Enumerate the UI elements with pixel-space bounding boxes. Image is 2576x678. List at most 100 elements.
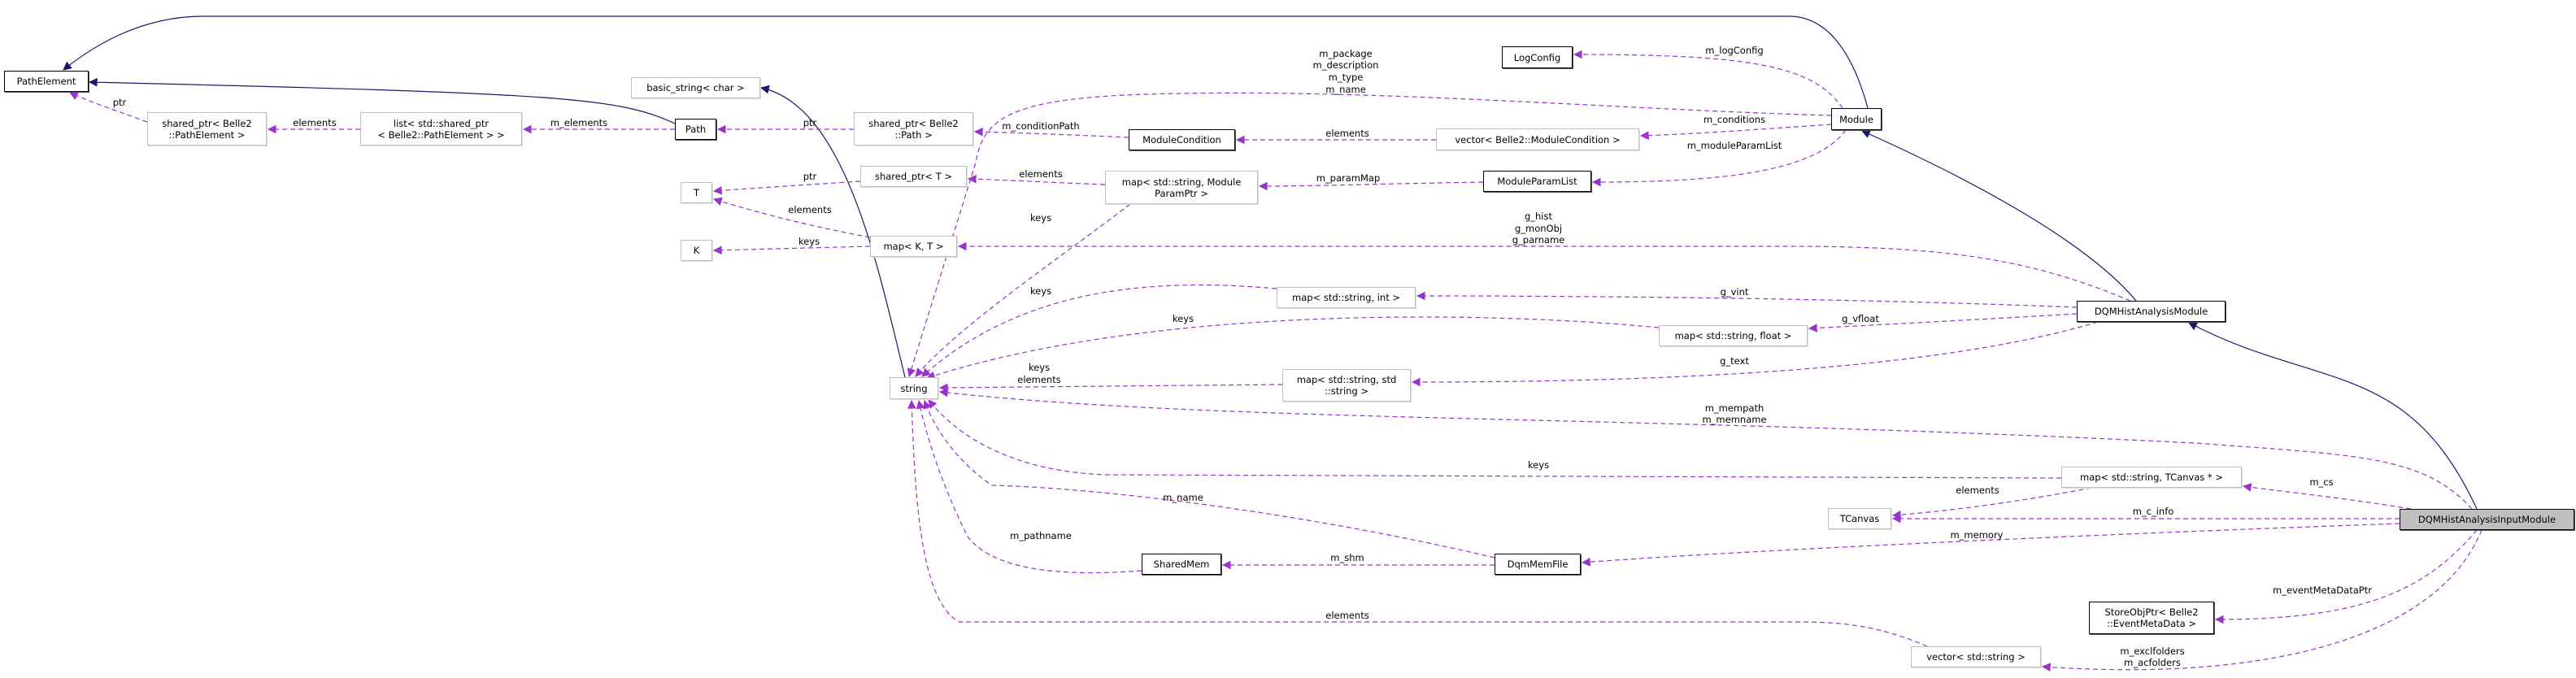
node-vector-modulecondition[interactable]: vector< Belle2::ModuleCondition > [1436, 128, 1639, 150]
edge-dqmmodule-inherits-module [1861, 130, 2137, 302]
label-elements: elements [1325, 610, 1368, 621]
node-k[interactable]: K [681, 240, 712, 261]
node-label: Module [1839, 113, 1873, 125]
label-keys: keys [798, 236, 820, 247]
node-label: PathElement [16, 76, 76, 87]
label-g-text: g_text [1720, 355, 1749, 367]
node-sharedmem[interactable]: SharedMem [1142, 554, 1221, 575]
edge-inputmodule-storeobjptr [2214, 529, 2478, 624]
node-map-string-int[interactable]: map< std::string, int > [1277, 287, 1416, 308]
edge-mapmpp-string [915, 203, 1131, 377]
label-m-shm: m_shm [1330, 552, 1364, 563]
node-pathelement[interactable]: PathElement [4, 71, 89, 92]
edge-module-inherits-pathelement [63, 15, 1869, 109]
node-label: list< std::shared_ptr [393, 117, 490, 129]
label-m-memname: m_memname [1702, 414, 1766, 425]
node-label: shared_ptr< Belle2 [868, 117, 959, 129]
node-shared-ptr-path[interactable]: shared_ptr< Belle2::Path > [854, 112, 973, 146]
node-moduleparamlist[interactable]: ModuleParamList [1483, 171, 1591, 192]
label-m-description: m_description [1313, 59, 1379, 71]
label-elements: elements [1019, 168, 1062, 180]
node-basic-string[interactable]: basic_string< char > [631, 77, 760, 98]
label-g-hist: g_hist [1525, 211, 1553, 222]
node-modulecondition[interactable]: ModuleCondition [1129, 129, 1235, 150]
node-shared-ptr-t[interactable]: shared_ptr< T > [860, 166, 967, 187]
node-label: string [900, 382, 928, 394]
node-map-string-tcanvas[interactable]: map< std::string, TCanvas * > [2061, 467, 2242, 488]
node-label: shared_ptr< T > [874, 171, 953, 182]
edge-dqmmodule-mapfloat [1808, 313, 2078, 332]
node-module[interactable]: Module [1831, 108, 1882, 130]
node-label: DQMHistAnalysisModule [2094, 306, 2208, 317]
label-m-name: m_name [1163, 492, 1203, 503]
node-label: ParamPtr > [1155, 187, 1208, 199]
node-tcanvas[interactable]: TCanvas [1828, 508, 1891, 529]
edge-inputmodule-inherits-dqmmodule [2188, 322, 2478, 510]
node-dqmhistanalysisinputmodule[interactable]: DQMHistAnalysisInputModule [2400, 509, 2574, 530]
node-label: TCanvas [1839, 513, 1880, 524]
node-label: vector< Belle2::ModuleCondition > [1455, 133, 1621, 146]
node-label: LogConfig [1513, 51, 1561, 63]
label-ptr: ptr [803, 117, 817, 128]
edge-module-vectormc [1639, 124, 1832, 141]
node-label: ModuleParamList [1497, 176, 1577, 187]
edge-vectorstring-string [907, 399, 1928, 647]
node-dqmhistanalysismodule[interactable]: DQMHistAnalysisModule [2077, 301, 2226, 322]
node-path[interactable]: Path [675, 119, 716, 140]
label-m-cs: m_cs [2309, 476, 2333, 488]
node-map-k-t[interactable]: map< K, T > [870, 236, 957, 257]
label-elements: elements [1325, 128, 1368, 139]
label-m-conditions: m_conditions [1704, 114, 1765, 125]
edge-inputmodule-vectorstring [2041, 529, 2482, 672]
node-label: DQMHistAnalysisInputModule [2417, 514, 2556, 525]
node-label: ModuleCondition [1142, 134, 1221, 146]
label-m-type: m_type [1329, 72, 1364, 83]
label-m-pathname: m_pathname [1010, 530, 1072, 541]
edge-sharedmem-string [916, 399, 1142, 574]
label-m-mempath: m_mempath [1705, 402, 1764, 414]
node-dqmmemfile[interactable]: DqmMemFile [1495, 554, 1581, 575]
edge-modulecondition-sharedptrpath [973, 127, 1129, 138]
node-map-string-string[interactable]: map< std::string, std::string > [1282, 369, 1411, 402]
label-keys: keys [1029, 362, 1050, 373]
node-label: ::Path > [894, 128, 933, 141]
edge-module-moduleparamlist [1591, 129, 1847, 187]
node-label: < Belle2::PathElement > > [377, 128, 505, 141]
edge-mapkt-t [712, 197, 871, 238]
edge-inputmodule-string [938, 388, 2473, 510]
label-g-vfloat: g_vfloat [1842, 313, 1879, 324]
node-shared-ptr-pathelement[interactable]: shared_ptr< Belle2::PathElement > [147, 112, 267, 146]
edge-maptcanvas-tcanvas [1891, 487, 2092, 519]
node-label: ::EventMetaData > [2107, 618, 2196, 629]
label-elements: elements [293, 117, 336, 128]
label-g-monobj: g_monObj [1515, 223, 1562, 234]
node-logconfig[interactable]: LogConfig [1502, 46, 1573, 68]
label-m-acfolders: m_acfolders [2124, 657, 2181, 668]
node-list-pathelement[interactable]: list< std::shared_ptr< Belle2::PathEleme… [360, 112, 522, 146]
label-elements: elements [788, 204, 831, 215]
node-storeobjptr-eventmetadata[interactable]: StoreObjPtr< Belle2::EventMetaData > [2089, 602, 2214, 634]
edge-inputmodule-maptcanvas [2242, 483, 2412, 510]
node-label: map< K, T > [883, 241, 944, 252]
node-label: vector< std::string > [1926, 651, 2026, 663]
node-string[interactable]: string [890, 377, 938, 399]
node-label: ::string > [1324, 385, 1369, 397]
label-m-c-info: m_c_info [2133, 506, 2174, 517]
edge-mapkt-k [712, 246, 871, 255]
label-g-parname: g_parname [1512, 234, 1565, 246]
label-m-package: m_package [1319, 48, 1373, 59]
node-map-string-float[interactable]: map< std::string, float > [1659, 325, 1808, 346]
label-m-name: m_name [1325, 84, 1366, 95]
node-label: map< std::string, int > [1292, 292, 1400, 303]
label-m-parammap: m_paramMap [1316, 172, 1381, 184]
node-label: map< std::string, Module [1121, 176, 1242, 188]
label-m-exclfolders: m_exclfolders [2120, 645, 2184, 657]
edge-mapmpp-sharedptrt [967, 174, 1106, 185]
node-label: ::PathElement > [168, 128, 246, 141]
edge-sharedptrt-t [712, 180, 861, 195]
node-vector-string[interactable]: vector< std::string > [1911, 646, 2041, 667]
node-label: SharedMem [1153, 558, 1210, 570]
node-t[interactable]: T [681, 182, 712, 203]
